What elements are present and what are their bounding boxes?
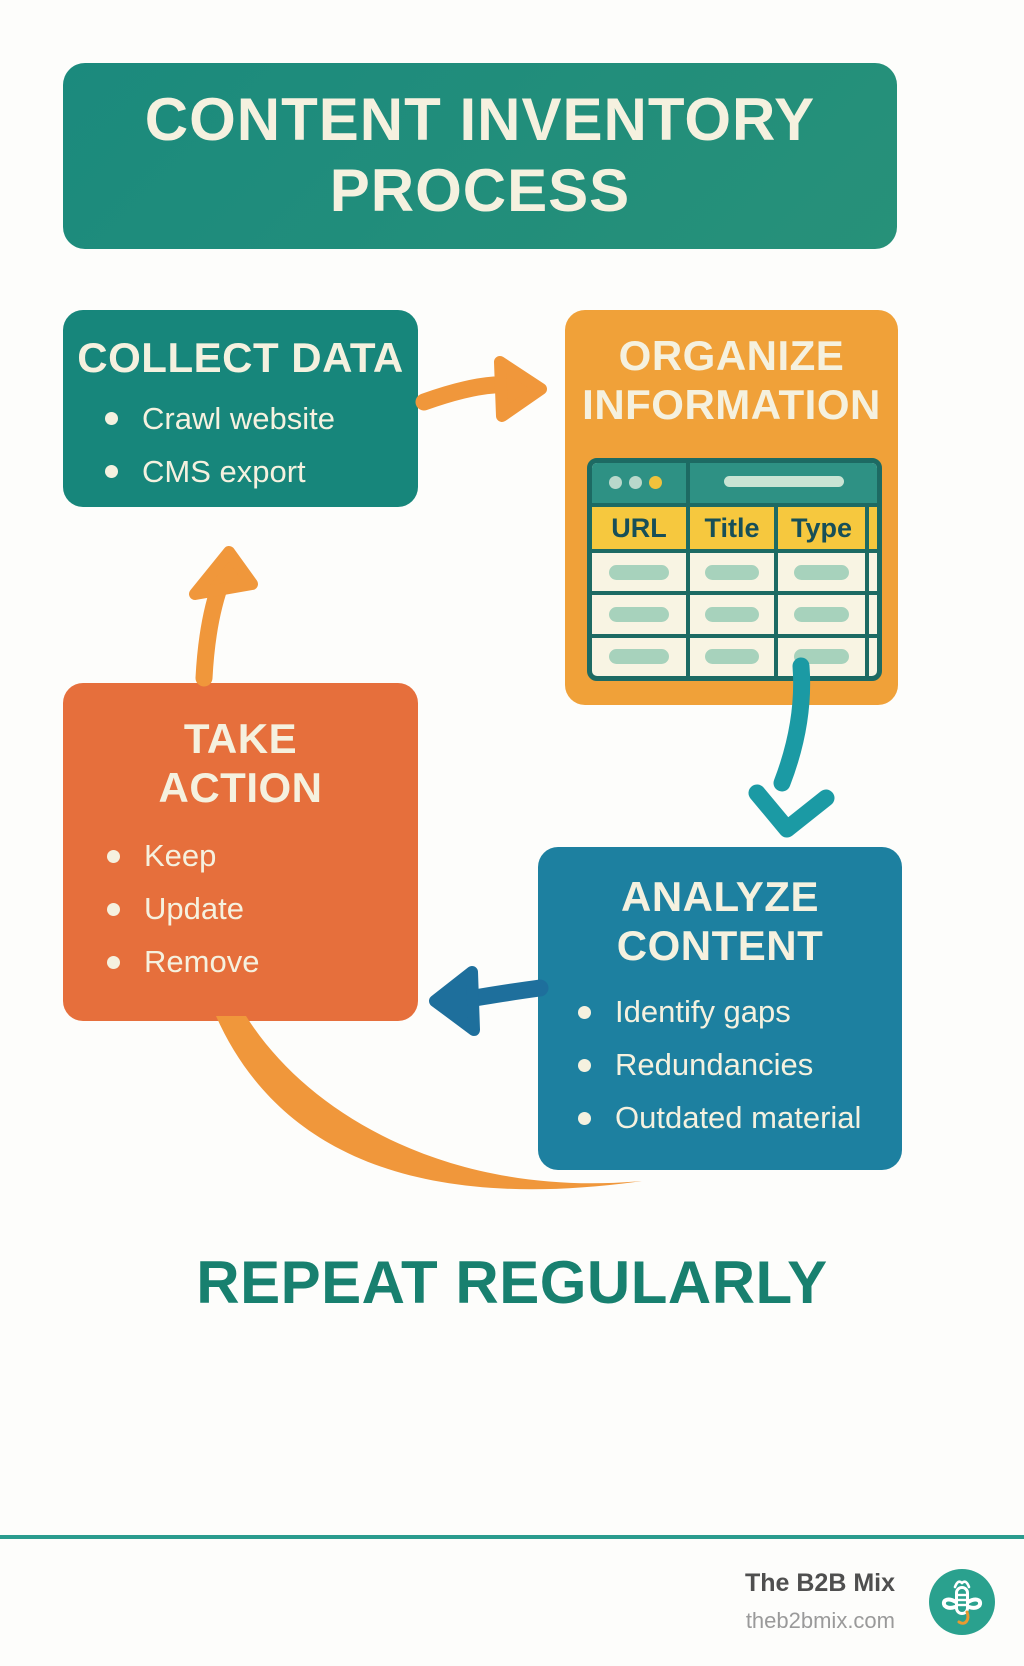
list-item: CMS export xyxy=(105,454,418,490)
brand-name: The B2B Mix xyxy=(744,1569,895,1597)
table-row xyxy=(592,633,877,676)
take-action-title: TAKE ACTION xyxy=(158,715,323,811)
repeat-label: REPEAT REGULARLY xyxy=(196,1249,828,1316)
take-action-bullets: Keep Update Remove xyxy=(107,838,418,980)
collect-data-bullets: Crawl website CMS export xyxy=(105,401,418,490)
collect-data-box: COLLECT DATA Crawl website CMS export xyxy=(63,310,418,507)
placeholder-cell xyxy=(793,649,850,665)
organize-information-title: ORGANIZE INFORMATION xyxy=(582,332,881,428)
inventory-table: URL Title Type xyxy=(587,458,882,681)
table-header-row: URL Title Type xyxy=(592,503,877,549)
placeholder-cell xyxy=(608,649,670,665)
column-header-type: Type xyxy=(774,507,865,549)
table-row xyxy=(592,549,877,592)
window-dot-icon xyxy=(649,476,662,489)
table-row xyxy=(592,591,877,634)
website-url: theb2bmix.com xyxy=(745,1608,895,1634)
column-header-title: Title xyxy=(686,507,774,549)
placeholder-cell xyxy=(608,564,670,580)
placeholder-cell xyxy=(793,606,850,622)
window-dots-icon xyxy=(609,476,662,489)
list-item: Redundancies xyxy=(578,1047,902,1083)
analyze-content-box: ANALYZE CONTENT Identify gaps Redundanci… xyxy=(538,847,902,1170)
placeholder-cell xyxy=(793,564,850,580)
window-dot-icon xyxy=(609,476,622,489)
arrow-left-icon xyxy=(429,966,549,1036)
analyze-content-bullets: Identify gaps Redundancies Outdated mate… xyxy=(578,994,902,1136)
title-line-1: CONTENT INVENTORY xyxy=(144,86,816,154)
list-item: Keep xyxy=(107,838,418,874)
title-banner: CONTENT INVENTORY PROCESS xyxy=(63,63,897,249)
table-window-bar xyxy=(592,463,877,503)
title-line-2: PROCESS xyxy=(329,157,631,224)
column-header-spacer xyxy=(865,507,877,549)
arrow-up-icon xyxy=(189,546,258,687)
list-item: Identify gaps xyxy=(578,994,902,1030)
arrow-right-icon xyxy=(415,356,547,422)
footer-divider xyxy=(0,1535,1024,1539)
collect-data-title: COLLECT DATA xyxy=(77,334,404,381)
address-bar xyxy=(724,476,844,487)
placeholder-cell xyxy=(705,649,759,665)
bee-icon xyxy=(929,1569,995,1635)
placeholder-cell xyxy=(608,606,670,622)
column-header-url: URL xyxy=(592,507,686,549)
list-item: Remove xyxy=(107,944,418,980)
list-item: Crawl website xyxy=(105,401,418,437)
take-action-box: TAKE ACTION Keep Update Remove xyxy=(63,683,418,1021)
window-dot-icon xyxy=(629,476,642,489)
footer-brand-block: The B2B Mix theb2bmix.com xyxy=(745,1568,895,1635)
placeholder-cell xyxy=(705,606,759,622)
placeholder-cell xyxy=(705,564,759,580)
analyze-content-title: ANALYZE CONTENT xyxy=(616,873,824,969)
list-item: Outdated material xyxy=(578,1100,902,1136)
organize-information-box: ORGANIZE INFORMATION URL Title Type xyxy=(565,310,898,705)
toolbar-divider xyxy=(686,463,690,503)
list-item: Update xyxy=(107,891,418,927)
